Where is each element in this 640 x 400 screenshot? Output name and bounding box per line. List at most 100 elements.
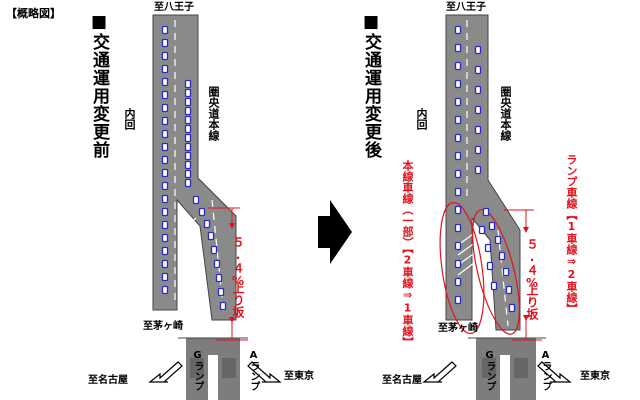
- vehicle-icon: [161, 77, 169, 87]
- vehicle-icon: [217, 287, 225, 297]
- after-dest-tokyo: 至東京: [580, 371, 610, 382]
- direction-arrows: [148, 361, 572, 383]
- after-inner-label: 内回: [415, 108, 428, 130]
- vehicle-icon: [184, 142, 192, 152]
- vehicle-icon: [454, 133, 462, 143]
- vehicle-icon: [161, 233, 169, 243]
- vehicle-icon: [454, 259, 462, 269]
- after-roads: [439, 14, 546, 400]
- vehicle-icon: [490, 281, 498, 291]
- before-grade-value: ５.４%: [231, 236, 245, 288]
- vehicle-icon: [454, 223, 462, 233]
- vehicle-icon: [192, 195, 200, 205]
- vehicle-icon: [454, 25, 462, 35]
- after-g-ramp-label: Gランプ: [484, 350, 495, 391]
- vehicle-icon: [488, 221, 496, 231]
- after-ramp-highlight: [472, 209, 520, 335]
- vehicle-icon: [494, 235, 502, 245]
- vehicle-icon: [161, 116, 169, 126]
- vehicle-icon: [486, 261, 494, 271]
- after-dest-nagoya: 至名古屋: [382, 375, 422, 386]
- vehicle-icon: [484, 243, 492, 253]
- vehicle-icon: [474, 125, 482, 135]
- vehicle-icon: [161, 64, 169, 74]
- vehicle-icon: [454, 151, 462, 161]
- after-main-road: [445, 14, 521, 331]
- before-grade-text: 上り坂: [231, 282, 245, 318]
- after-nagoya-arrow: [422, 361, 457, 383]
- vehicle-icon: [184, 115, 192, 125]
- vehicle-icon: [161, 142, 169, 152]
- vehicle-icon: [184, 178, 192, 188]
- vehicle-icon: [161, 207, 169, 217]
- vehicle-icon: [213, 259, 221, 269]
- vehicle-icon: [474, 45, 482, 55]
- after-grade-value: ５.４%: [525, 238, 539, 290]
- diagram-header: 【概略図】: [6, 7, 61, 20]
- vehicle-icon: [474, 145, 482, 155]
- vehicle-icon: [454, 169, 462, 179]
- vehicles: [161, 25, 516, 313]
- vehicle-icon: [454, 43, 462, 53]
- vehicle-icon: [210, 245, 218, 255]
- vehicle-icon: [482, 207, 490, 217]
- after-main-lane-change: 本線車線（一部）【2車線⇒1車線】: [401, 160, 414, 348]
- before-dest-kayasaki: 至茅ヶ崎: [143, 321, 183, 332]
- after-a-ramp-label: Aランプ: [540, 350, 551, 391]
- before-roads: [152, 14, 248, 400]
- vehicle-icon: [498, 251, 506, 261]
- vehicle-icon: [161, 168, 169, 178]
- vehicle-icon: [474, 165, 482, 175]
- after-tokyo-arrow: [537, 361, 572, 383]
- vehicle-icon: [454, 277, 462, 287]
- vehicle-icon: [161, 285, 169, 295]
- vehicle-icon: [215, 273, 223, 283]
- vehicle-icon: [454, 61, 462, 71]
- before-tokyo-arrow: [247, 361, 282, 383]
- vehicle-icon: [184, 160, 192, 170]
- vehicle-icon: [161, 246, 169, 256]
- after-grade-text: 上り坂: [525, 284, 539, 320]
- after-dest-hachioji: 至八王子: [446, 2, 486, 13]
- before-a-ramp-label: Aランプ: [248, 350, 259, 391]
- after-grade-bracket: [504, 209, 542, 341]
- vehicle-icon: [454, 187, 462, 197]
- vehicle-icon: [219, 301, 227, 311]
- vehicle-icon: [161, 155, 169, 165]
- vehicle-icon: [474, 105, 482, 115]
- vehicle-icon: [478, 225, 486, 235]
- vehicle-icon: [161, 194, 169, 204]
- vehicle-icon: [454, 241, 462, 251]
- before-nagoya-arrow: [148, 361, 183, 383]
- vehicle-icon: [203, 219, 211, 229]
- vehicle-icon: [454, 115, 462, 125]
- before-dest-hachioji: 至八王子: [154, 2, 194, 13]
- before-main-road: [152, 14, 237, 321]
- before-dest-nagoya: 至名古屋: [88, 375, 128, 386]
- vehicle-icon: [454, 97, 462, 107]
- vehicle-icon: [184, 169, 192, 179]
- vehicle-icon: [184, 88, 192, 98]
- vehicle-icon: [161, 38, 169, 48]
- vehicle-icon: [207, 231, 215, 241]
- vehicle-icon: [184, 106, 192, 116]
- vehicle-icon: [161, 90, 169, 100]
- vehicle-icon: [184, 133, 192, 143]
- before-dest-tokyo: 至東京: [284, 371, 314, 382]
- vehicle-icon: [474, 85, 482, 95]
- vehicle-icon: [454, 79, 462, 89]
- vehicle-icon: [505, 285, 513, 295]
- vehicle-icon: [184, 151, 192, 161]
- after-dest-kayasaki: 至茅ヶ崎: [438, 323, 478, 334]
- vehicle-icon: [502, 267, 510, 277]
- vehicle-icon: [454, 295, 462, 305]
- before-mainline-label: 圏央道本線: [207, 86, 220, 141]
- before-inner-label: 内回: [123, 108, 136, 130]
- after-mainline-label: 圏央道本線: [499, 86, 512, 141]
- vehicle-icon: [184, 97, 192, 107]
- vehicle-icon: [161, 272, 169, 282]
- vehicle-icon: [161, 51, 169, 61]
- before-grade-bracket: [208, 207, 248, 341]
- vehicle-icon: [161, 25, 169, 35]
- vehicle-icon: [454, 205, 462, 215]
